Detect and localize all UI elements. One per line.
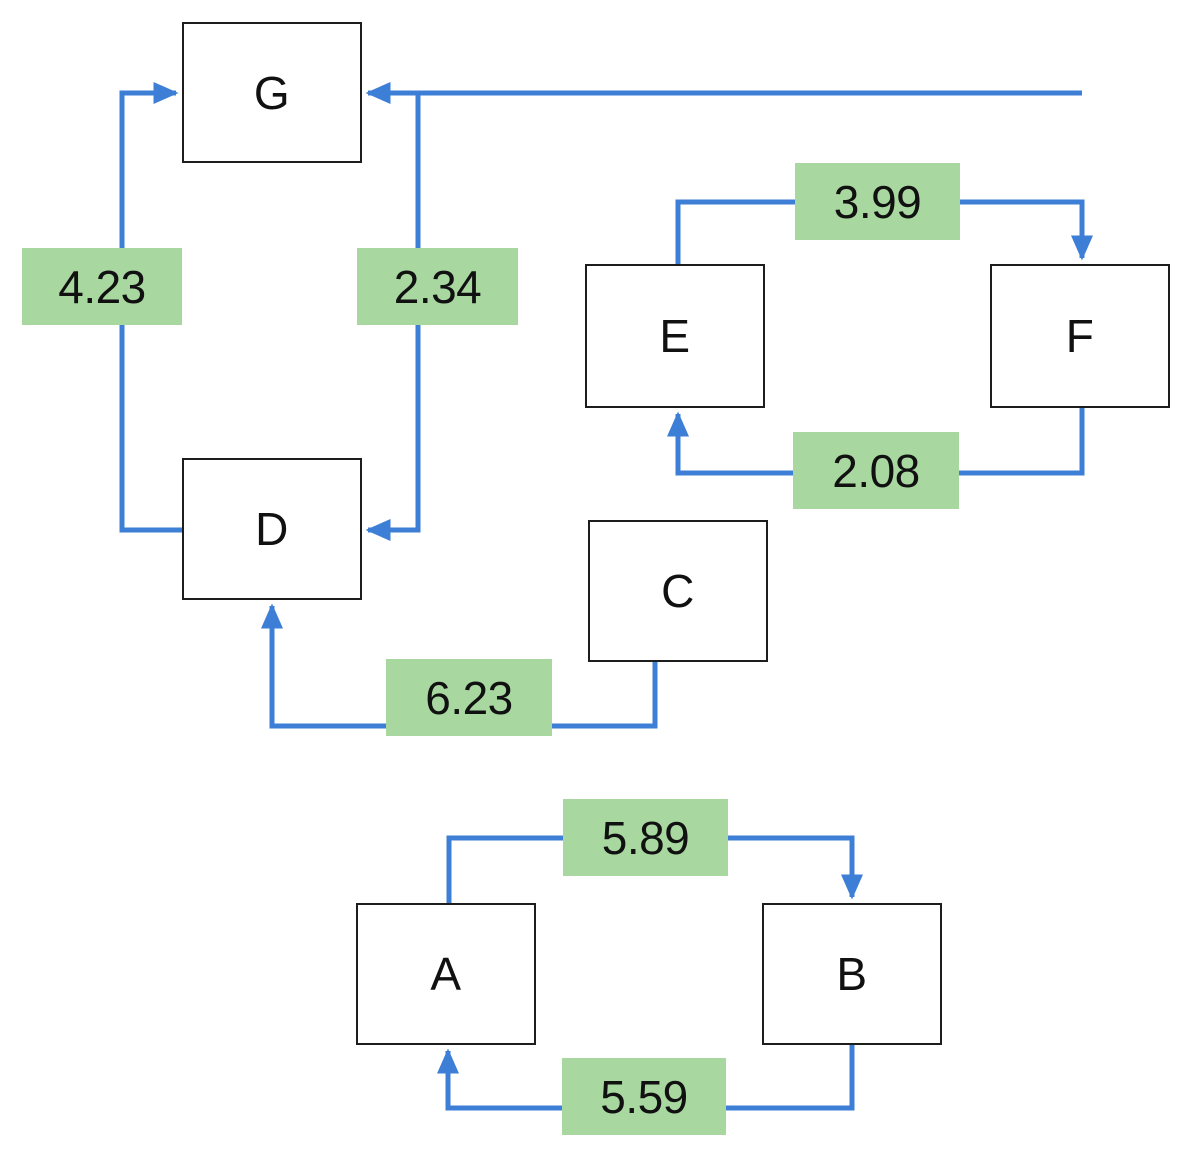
- node-label-B: B: [836, 948, 868, 1000]
- node-label-D: D: [255, 503, 289, 555]
- node-label-A: A: [430, 948, 462, 1000]
- edge-weight-C-to-D[interactable]: 6.23: [386, 659, 552, 736]
- node-label-C: C: [661, 565, 695, 617]
- edge-weight-label: 5.89: [601, 811, 690, 864]
- edge-weight-label: 2.08: [832, 444, 920, 497]
- node-B[interactable]: B: [762, 903, 942, 1045]
- node-label-G: G: [253, 66, 291, 119]
- node-E[interactable]: E: [585, 264, 765, 408]
- edge-path-G-to-D: [365, 93, 421, 541]
- edge-weight-label: 2.34: [393, 260, 482, 313]
- edge-weight-B-to-A[interactable]: 5.59: [562, 1058, 726, 1135]
- edge-weight-A-to-B[interactable]: 5.89: [563, 799, 728, 876]
- node-F[interactable]: F: [990, 264, 1170, 408]
- edge-weight-label: 3.99: [833, 175, 922, 228]
- edge-weight-F-to-E[interactable]: 2.08: [793, 432, 959, 509]
- node-label-F: F: [1065, 310, 1095, 362]
- edge-weight-label: 4.23: [58, 260, 146, 313]
- edge-weight-label: 5.59: [600, 1070, 688, 1123]
- node-G[interactable]: G: [182, 22, 362, 163]
- edge-weight-E-to-F[interactable]: 3.99: [795, 163, 960, 240]
- node-D[interactable]: D: [182, 458, 362, 600]
- edge-weight-label: 6.23: [425, 671, 513, 724]
- edge-weight-D-to-G[interactable]: 4.23: [22, 248, 182, 325]
- edge-weight-G-to-D[interactable]: 2.34: [357, 248, 518, 325]
- node-label-E: E: [659, 310, 691, 362]
- node-A[interactable]: A: [356, 903, 536, 1045]
- node-C[interactable]: C: [588, 520, 768, 662]
